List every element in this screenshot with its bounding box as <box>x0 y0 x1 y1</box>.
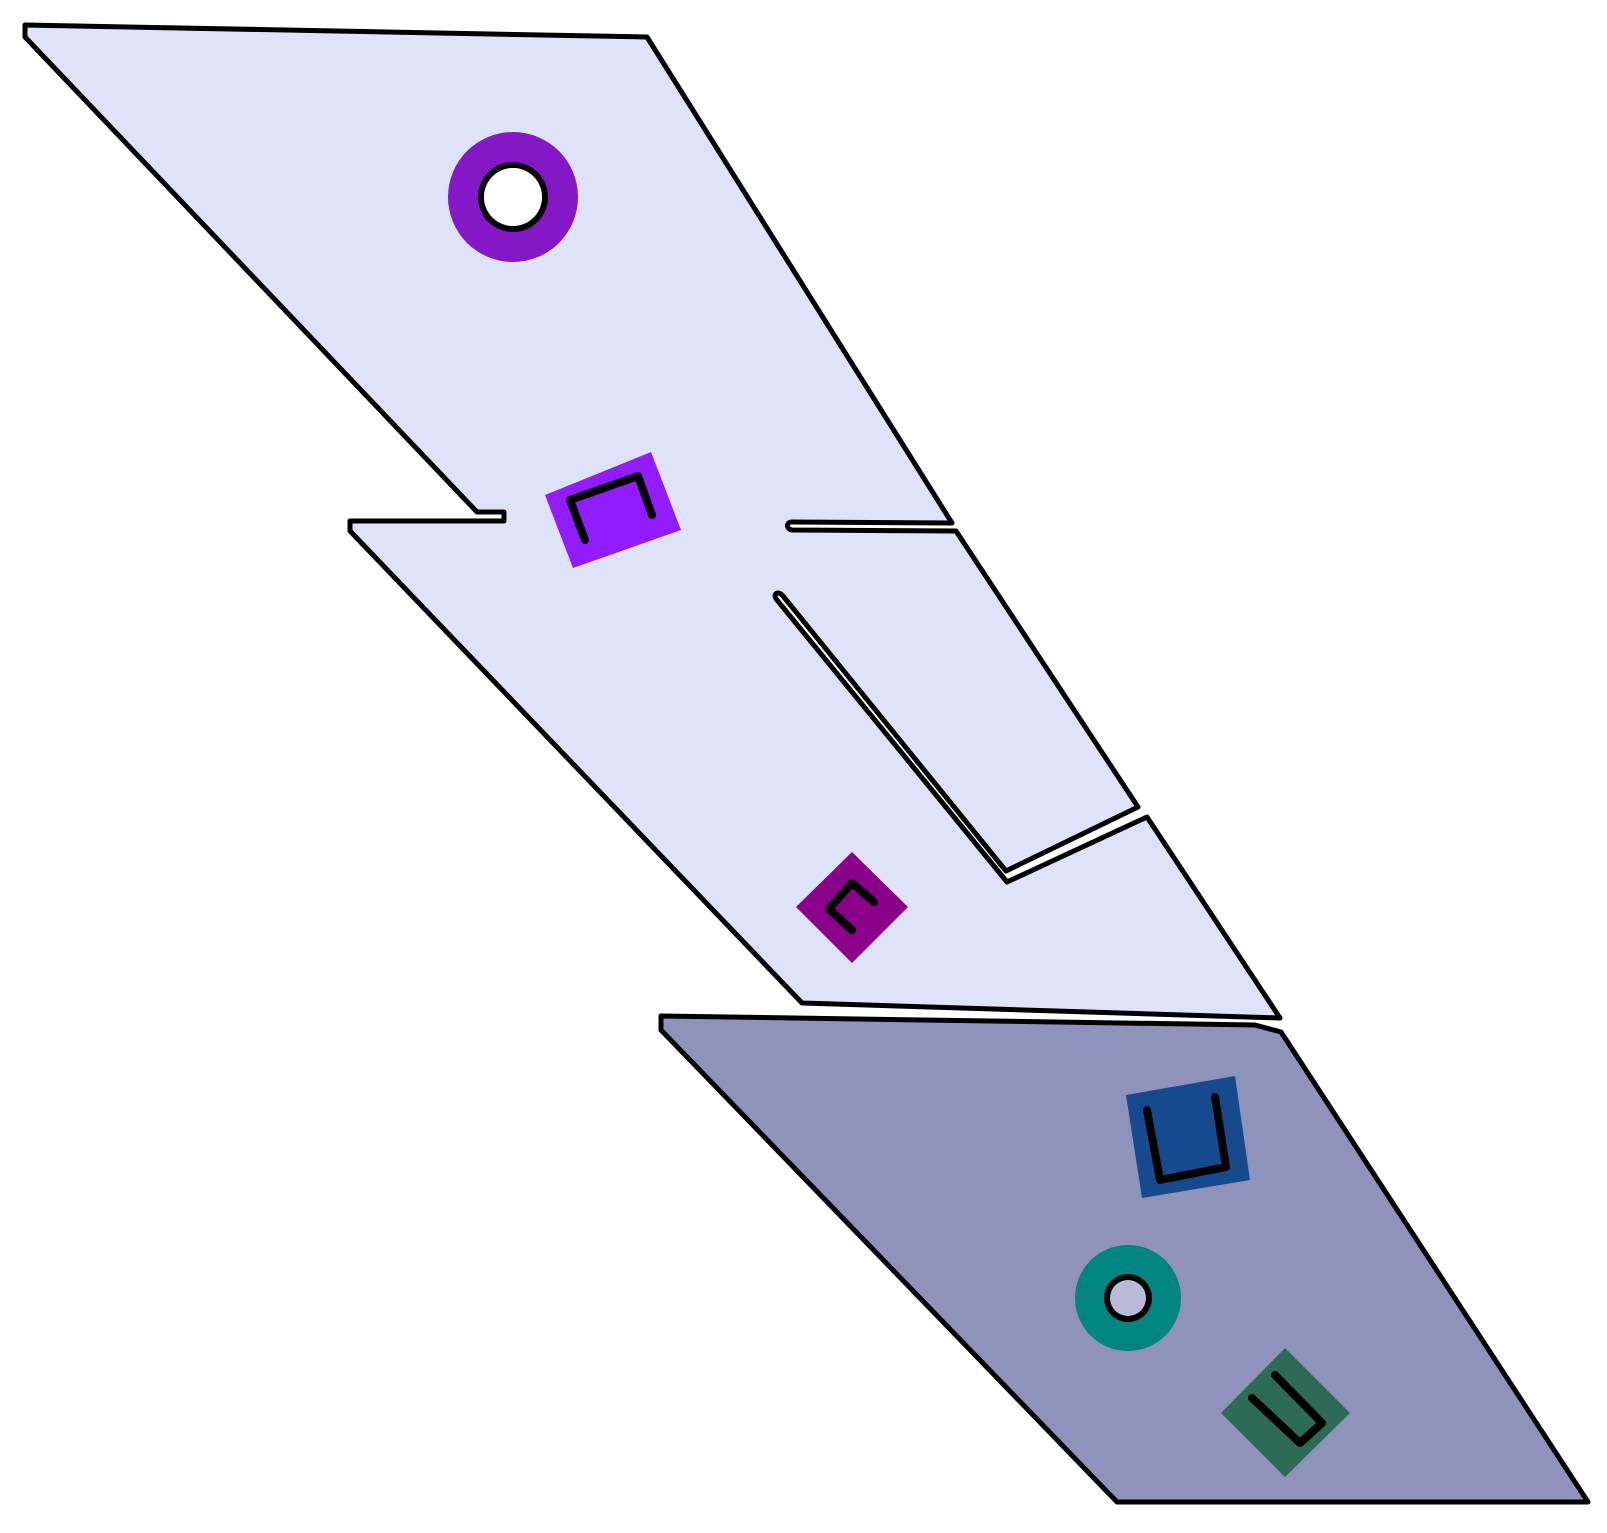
navy-cup-square-icon[interactable] <box>1126 1076 1250 1198</box>
teal-ring-icon[interactable] <box>1075 1245 1181 1351</box>
magenta-bracket-diamond-icon[interactable] <box>796 852 908 963</box>
green-cup-diamond-icon[interactable] <box>1221 1348 1350 1477</box>
violet-bracket-square-icon[interactable] <box>545 452 681 568</box>
purple-ring-icon[interactable] <box>448 132 578 262</box>
